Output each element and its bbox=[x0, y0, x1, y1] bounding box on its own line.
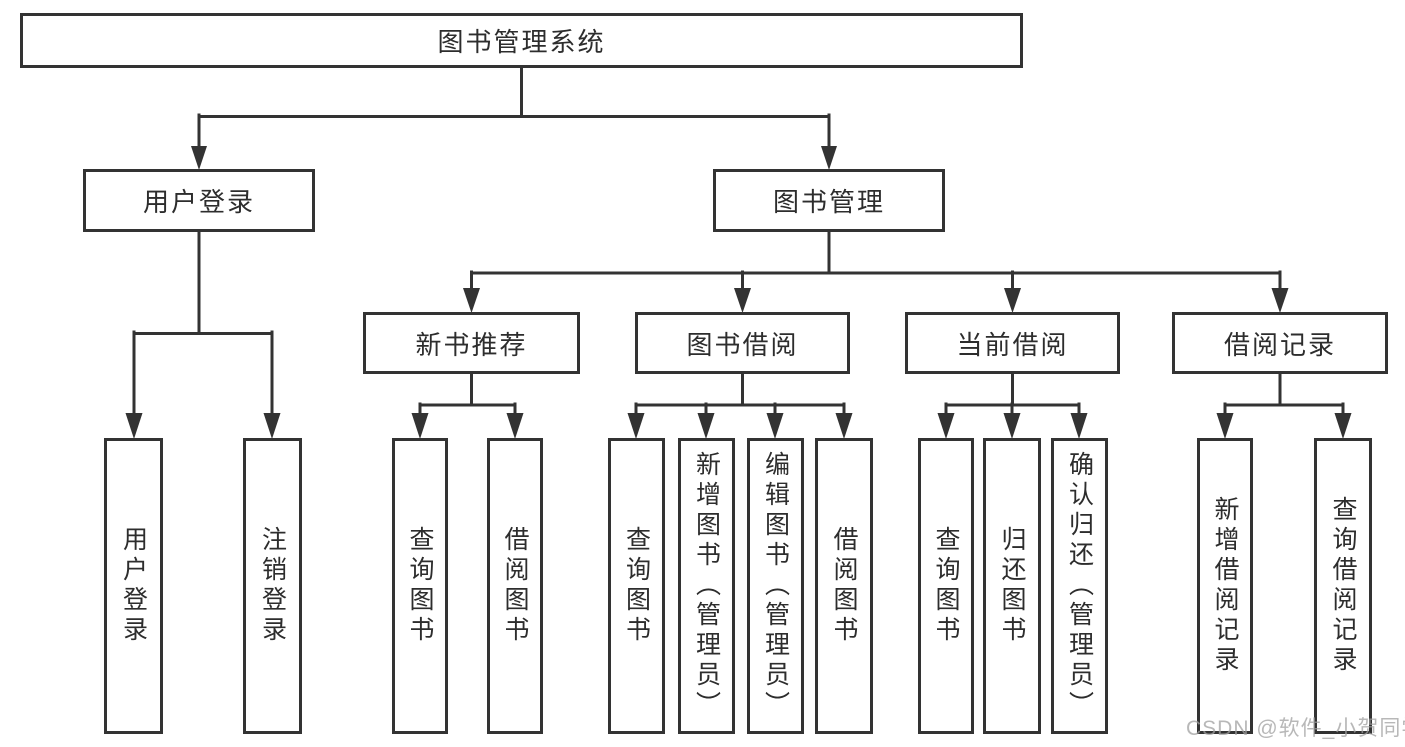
node-borrow-records: 借阅记录 bbox=[1172, 312, 1388, 374]
leaf-add-borrow-record: 新增借阅记录 bbox=[1197, 438, 1253, 734]
node-library-system: 图书管理系统 bbox=[20, 13, 1023, 68]
leaf-query-borrow-record: 查询借阅记录 bbox=[1314, 438, 1372, 734]
node-book-management: 图书管理 bbox=[713, 169, 945, 232]
node-user-login: 用户登录 bbox=[83, 169, 315, 232]
node-current-borrow: 当前借阅 bbox=[905, 312, 1120, 374]
node-new-book-recommend: 新书推荐 bbox=[363, 312, 580, 374]
leaf-borrow-books: 借阅图书 bbox=[815, 438, 873, 734]
leaf-add-book-admin: 新增图书（管理员） bbox=[678, 438, 735, 734]
leaf-user-login: 用户登录 bbox=[104, 438, 163, 734]
node-book-borrow: 图书借阅 bbox=[635, 312, 850, 374]
csdn-watermark: CSDN @软件_小贺同学 bbox=[1186, 717, 1405, 740]
leaf-borrow-books-recommend: 借阅图书 bbox=[487, 438, 543, 734]
leaf-query-books-borrow: 查询图书 bbox=[608, 438, 665, 734]
leaf-confirm-return-admin: 确认归还（管理员） bbox=[1051, 438, 1108, 734]
leaf-edit-book-admin: 编辑图书（管理员） bbox=[747, 438, 804, 734]
leaf-query-books-recommend: 查询图书 bbox=[392, 438, 448, 734]
leaf-query-books-current: 查询图书 bbox=[918, 438, 974, 734]
leaf-return-book: 归还图书 bbox=[983, 438, 1041, 734]
leaf-logout: 注销登录 bbox=[243, 438, 302, 734]
